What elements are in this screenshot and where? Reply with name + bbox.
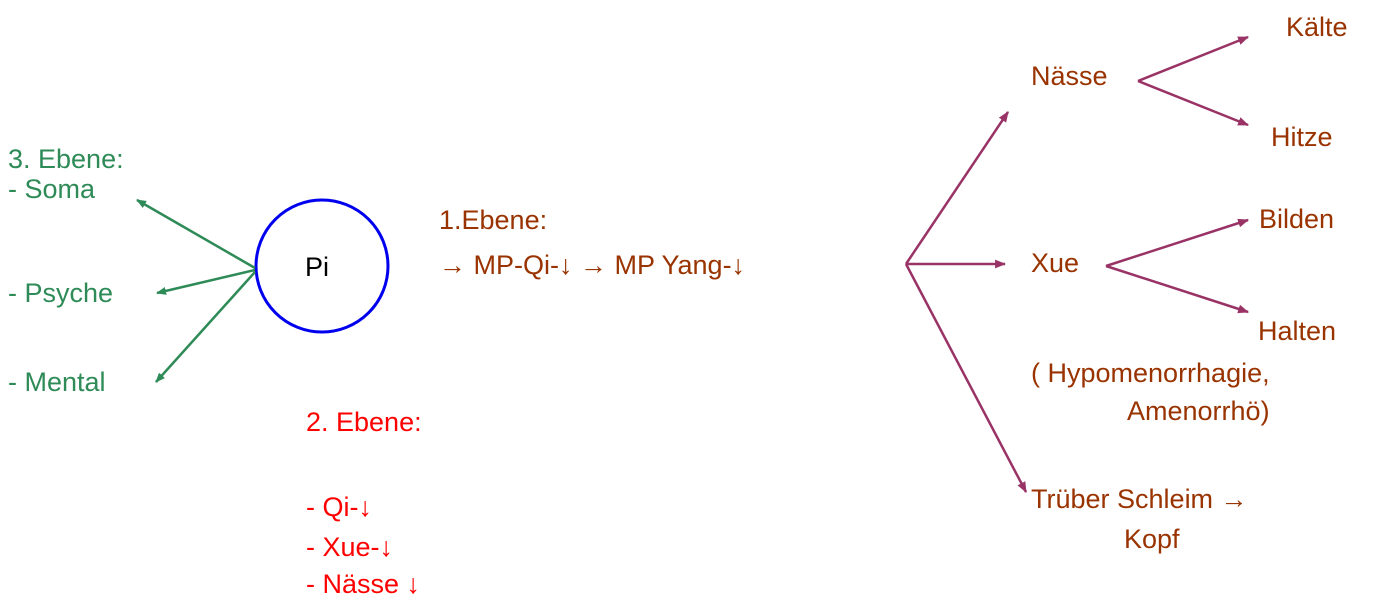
branch-naesse-child-kaelte: Kälte (1286, 12, 1348, 42)
level3-item-psyche: - Psyche (8, 278, 114, 308)
level2-item-qi: - Qi-↓ (306, 492, 372, 522)
arrow-pi-to-mental (155, 271, 256, 383)
level3-title: 3. Ebene: (8, 144, 124, 174)
arrow-naesse-to-hitze (1137, 79, 1250, 127)
arrow-xue-to-bilden (1105, 218, 1250, 268)
branch-schleim-line2: Kopf (1124, 524, 1180, 554)
level3-item-soma: - Soma (8, 174, 96, 204)
level1-chain: → MP-Qi-↓ → MP Yang-↓ (439, 250, 746, 280)
branch-schleim-line1: Trüber Schleim → (1031, 484, 1248, 514)
level3-item-mental: - Mental (8, 367, 106, 397)
branch-naesse-label: Nässe (1031, 61, 1108, 91)
branch-xue-child-bilden: Bilden (1259, 204, 1335, 234)
level2-item-naesse: - Nässe ↓ (306, 569, 421, 599)
arrow-naesse-to-kaelte (1137, 35, 1250, 83)
arrow-pi-to-psyche (156, 268, 256, 295)
arrow-pi-to-soma (136, 198, 256, 270)
branch-xue-label: Xue (1031, 248, 1080, 278)
branch-xue-note-line2: Amenorrhö) (1127, 396, 1270, 426)
arrow-to-schleim (904, 263, 1028, 493)
pi-node-circle (254, 198, 390, 334)
arrow-to-naesse (904, 111, 1010, 265)
level2-title: 2. Ebene: (306, 407, 422, 437)
branch-naesse-child-hitze: Hitze (1271, 122, 1333, 152)
level2-item-xue: - Xue-↓ (306, 532, 394, 562)
branch-xue-note-line1: ( Hypomenorrhagie, (1031, 358, 1270, 388)
level1-title: 1.Ebene: (439, 205, 548, 235)
pi-node-label: Pi (305, 252, 330, 282)
arrow-xue-to-halten (1105, 264, 1250, 314)
branch-xue-child-halten: Halten (1258, 316, 1337, 346)
